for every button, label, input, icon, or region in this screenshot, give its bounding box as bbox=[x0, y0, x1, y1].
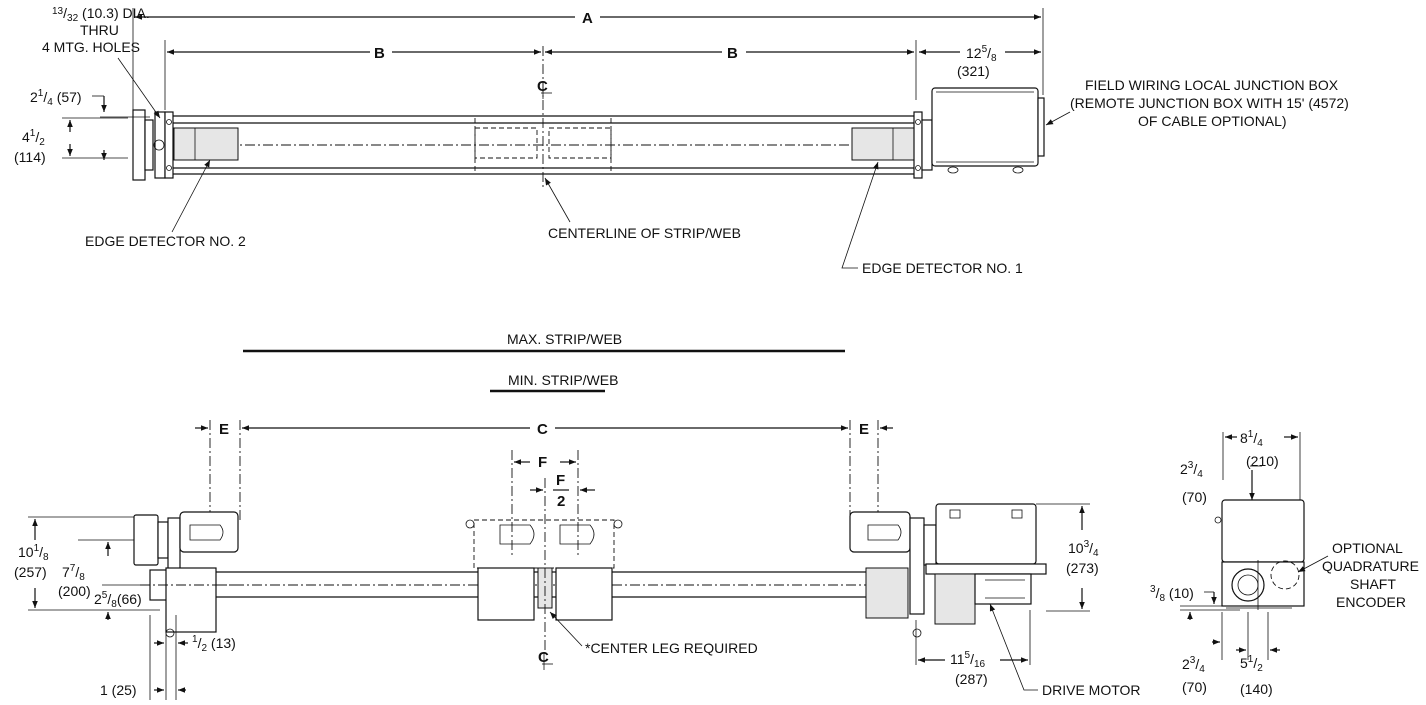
svg-text:F: F bbox=[538, 454, 547, 471]
svg-text:3/8 (10): 3/8 (10) bbox=[1150, 584, 1194, 604]
top-view: A B B 125/8 (321) C bbox=[14, 5, 1349, 276]
side-view: 81/4 (210) 23/4 (70) OPTIO bbox=[1150, 429, 1419, 697]
svg-text:(70): (70) bbox=[1182, 489, 1207, 505]
dimension-11-5-16: 115/16 (287) bbox=[915, 610, 1031, 687]
svg-text:*CENTER LEG REQUIRED: *CENTER LEG REQUIRED bbox=[585, 640, 758, 656]
svg-text:51/2: 51/2 bbox=[1240, 654, 1263, 674]
svg-text:SHAFT: SHAFT bbox=[1350, 576, 1396, 592]
dimension-b: B B bbox=[167, 45, 914, 62]
dimension-10-3-4: 103/4 (273) bbox=[1036, 503, 1099, 612]
svg-text:23/4: 23/4 bbox=[1182, 655, 1205, 675]
svg-text:CENTERLINE OF STRIP/WEB: CENTERLINE OF STRIP/WEB bbox=[548, 225, 741, 241]
dimension-2-1-4: 21/4 (57) bbox=[30, 88, 150, 118]
svg-text:(273): (273) bbox=[1066, 560, 1099, 576]
svg-text:C: C bbox=[538, 649, 549, 666]
junction-callout-line1: FIELD WIRING LOCAL JUNCTION BOX bbox=[1085, 77, 1339, 93]
svg-text:DRIVE MOTOR: DRIVE MOTOR bbox=[1042, 682, 1141, 698]
svg-text:(210): (210) bbox=[1246, 453, 1279, 469]
svg-text:THRU: THRU bbox=[80, 22, 119, 38]
junction-callout-line3: OF CABLE OPTIONAL) bbox=[1138, 113, 1287, 129]
svg-text:OPTIONAL: OPTIONAL bbox=[1332, 540, 1403, 556]
centerline-symbol-front: C bbox=[538, 649, 553, 670]
dimension-2-3-4-bottom: 23/4 (70) bbox=[1182, 612, 1223, 695]
dimension-b-label-right: B bbox=[727, 45, 738, 62]
main-tube-top bbox=[173, 115, 918, 175]
dimension-b-label-left: B bbox=[374, 45, 385, 62]
dimension-1-25: 1 (25) bbox=[100, 682, 186, 698]
dimension-5-1-2: 51/2 (140) bbox=[1236, 612, 1280, 697]
svg-text:(114): (114) bbox=[14, 149, 46, 165]
svg-text:25/8(66): 25/8(66) bbox=[94, 590, 142, 610]
svg-text:(321): (321) bbox=[957, 63, 990, 79]
svg-text:(287): (287) bbox=[955, 671, 988, 687]
svg-text:13/32 (10.3) DIA.: 13/32 (10.3) DIA. bbox=[52, 5, 150, 24]
svg-text:81/4: 81/4 bbox=[1240, 429, 1263, 449]
dimension-f: F F 2 bbox=[511, 450, 595, 555]
svg-text:2: 2 bbox=[557, 493, 565, 510]
center-detector-right bbox=[548, 127, 612, 159]
dimension-junction-box-length: 125/8 (321) bbox=[919, 44, 1041, 79]
side-junction-box bbox=[1214, 499, 1305, 610]
junction-callout-line2: (REMOTE JUNCTION BOX WITH 15' (4572) bbox=[1070, 95, 1349, 111]
left-mounting-flange bbox=[132, 109, 146, 181]
junction-box-callout: FIELD WIRING LOCAL JUNCTION BOX (REMOTE … bbox=[1045, 77, 1349, 129]
centerline-callout: CENTERLINE OF STRIP/WEB bbox=[544, 177, 741, 241]
edge-detector-1-body bbox=[851, 127, 915, 161]
svg-text:ENCODER: ENCODER bbox=[1336, 594, 1406, 610]
drive-motor-callout: DRIVE MOTOR bbox=[989, 603, 1141, 698]
svg-text:(70): (70) bbox=[1182, 679, 1207, 695]
dimension-10-1-8: 101/8 (257) bbox=[14, 516, 160, 611]
svg-text:(200): (200) bbox=[58, 583, 91, 599]
dimension-7-7-8: 77/8 (200) bbox=[58, 539, 134, 599]
mounting-holes-callout: 13/32 (10.3) DIA. THRU 4 MTG. HOLES bbox=[42, 5, 161, 119]
svg-text:QUADRATURE: QUADRATURE bbox=[1322, 558, 1419, 574]
svg-text:115/16: 115/16 bbox=[950, 650, 986, 670]
dimension-1-2: 1/2 (13) bbox=[149, 615, 236, 700]
dimension-a-label: A bbox=[582, 10, 593, 27]
svg-text:F: F bbox=[556, 472, 565, 489]
edge-detector-2-callout: EDGE DETECTOR NO. 2 bbox=[85, 159, 246, 249]
svg-text:4 MTG. HOLES: 4 MTG. HOLES bbox=[42, 39, 140, 55]
strip-web-indicators: MAX. STRIP/WEB MIN. STRIP/WEB bbox=[243, 331, 845, 393]
edge-detector-1-callout: EDGE DETECTOR NO. 1 bbox=[841, 161, 1023, 276]
right-bracket bbox=[849, 511, 937, 638]
center-leg-callout: *CENTER LEG REQUIRED bbox=[549, 611, 758, 656]
svg-text:C: C bbox=[537, 78, 548, 95]
svg-text:21/4 (57): 21/4 (57) bbox=[30, 88, 82, 108]
edge-detector-2-body bbox=[173, 127, 239, 161]
svg-text:103/4: 103/4 bbox=[1068, 539, 1099, 559]
center-carriage bbox=[465, 478, 623, 650]
left-bracket bbox=[133, 511, 240, 638]
svg-text:EDGE DETECTOR NO. 2: EDGE DETECTOR NO. 2 bbox=[85, 233, 246, 249]
dimension-4-1-2: 41/2 (114) bbox=[14, 117, 128, 165]
max-strip-label: MAX. STRIP/WEB bbox=[507, 331, 622, 347]
dimension-3-8: 3/8 (10) bbox=[1150, 584, 1240, 620]
svg-text:1 (25): 1 (25) bbox=[100, 682, 137, 698]
centerline-symbol-top: C bbox=[537, 78, 552, 99]
dimension-2-3-4-top: 23/4 (70) bbox=[1180, 460, 1262, 505]
center-detector-left bbox=[474, 127, 538, 159]
svg-text:101/8: 101/8 bbox=[18, 543, 49, 563]
svg-text:23/4: 23/4 bbox=[1180, 460, 1203, 480]
dimension-8-1-4: 81/4 (210) bbox=[1225, 429, 1298, 469]
dimension-2-5-8: 25/8(66) bbox=[94, 584, 145, 620]
dimension-a: A bbox=[135, 10, 1041, 27]
encoder-callout: OPTIONAL QUADRATURE SHAFT ENCODER bbox=[1297, 540, 1419, 610]
svg-text:77/8: 77/8 bbox=[62, 563, 85, 583]
dimension-c: E C E bbox=[195, 421, 893, 438]
min-strip-label: MIN. STRIP/WEB bbox=[508, 372, 618, 388]
front-view: E C E F F 2 bbox=[14, 420, 1141, 700]
svg-text:1/2 (13): 1/2 (13) bbox=[192, 634, 236, 654]
junction-box-top bbox=[931, 87, 1045, 174]
drive-motor-assembly bbox=[925, 503, 1047, 625]
svg-text:125/8: 125/8 bbox=[966, 44, 997, 64]
svg-text:41/2: 41/2 bbox=[22, 128, 45, 148]
dimension-e-left: E bbox=[219, 421, 229, 438]
svg-text:(257): (257) bbox=[14, 564, 47, 580]
svg-text:(140): (140) bbox=[1240, 681, 1273, 697]
dimension-e-right: E bbox=[859, 421, 869, 438]
svg-text:EDGE DETECTOR NO. 1: EDGE DETECTOR NO. 1 bbox=[862, 260, 1023, 276]
dimension-c-label: C bbox=[537, 421, 548, 438]
